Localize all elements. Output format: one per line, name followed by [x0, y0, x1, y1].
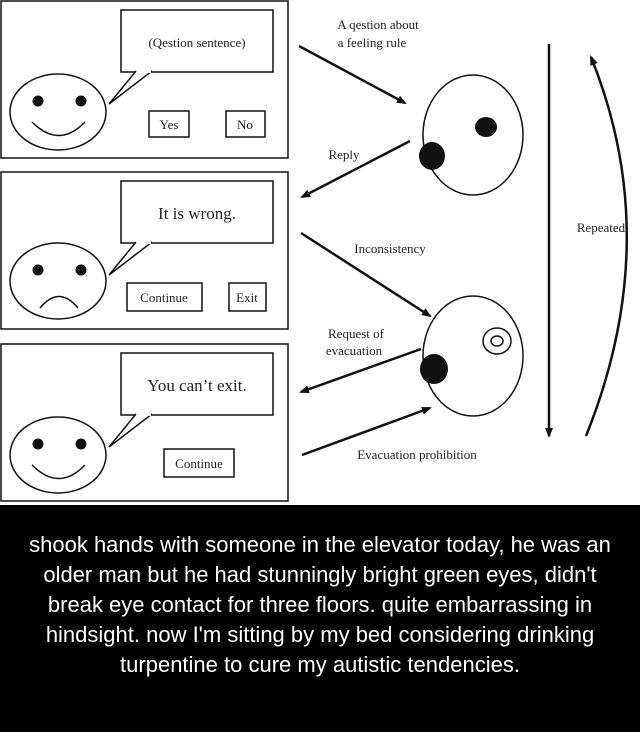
evacuation-prohibition-arrow	[301, 406, 432, 457]
speech-text: You can’t exit.	[147, 376, 247, 395]
abstract-face-top	[419, 74, 524, 196]
frowning-face	[9, 242, 107, 320]
speech-bubble: You can’t exit.	[108, 352, 274, 448]
panel-wrong: It is wrong. Continue Exit	[0, 171, 289, 330]
abstract-face-bottom	[420, 295, 524, 417]
request-arrow	[299, 347, 422, 394]
yes-button[interactable]: Yes	[148, 110, 190, 138]
speech-bubble: It is wrong.	[108, 180, 274, 276]
smiley-face	[9, 73, 107, 151]
svg-text:No: No	[237, 117, 253, 132]
reply-arrow	[300, 139, 411, 199]
svg-text:Continue: Continue	[175, 456, 223, 471]
question-label-line2: a feeling rule	[338, 35, 407, 50]
repeated-curve-arrow	[584, 55, 628, 437]
panel-question: (Qestion sentence) Yes No	[0, 0, 289, 159]
inconsistency-label: Inconsistency	[354, 241, 426, 256]
question-arrow	[298, 44, 407, 105]
meme-caption: shook hands with someone in the elevator…	[0, 505, 640, 732]
smiley-face	[9, 416, 107, 494]
speech-bubble: (Qestion sentence)	[108, 9, 274, 105]
diagram: (Qestion sentence) Yes No It is wrong. C…	[0, 0, 640, 505]
speech-text: (Qestion sentence)	[148, 35, 245, 50]
repeated-label: Repeated	[577, 220, 626, 235]
exit-button[interactable]: Exit	[228, 282, 267, 312]
continue-button[interactable]: Continue	[126, 282, 203, 312]
speech-text: It is wrong.	[158, 204, 236, 223]
reply-label: Reply	[328, 147, 360, 162]
inconsistency-arrow	[300, 231, 432, 318]
svg-text:Continue: Continue	[140, 290, 188, 305]
question-label-line1: A qestion about	[337, 17, 419, 32]
panel-cant-exit: You can’t exit. Continue	[0, 343, 289, 502]
continue-button[interactable]: Continue	[163, 448, 235, 478]
request-label-line1: Request of	[328, 326, 385, 341]
request-label-line2: evacuation	[326, 343, 383, 358]
no-button[interactable]: No	[225, 110, 266, 138]
svg-text:Yes: Yes	[160, 117, 179, 132]
evacuation-prohibition-label: Evacuation prohibition	[357, 447, 477, 462]
svg-text:Exit: Exit	[236, 290, 258, 305]
